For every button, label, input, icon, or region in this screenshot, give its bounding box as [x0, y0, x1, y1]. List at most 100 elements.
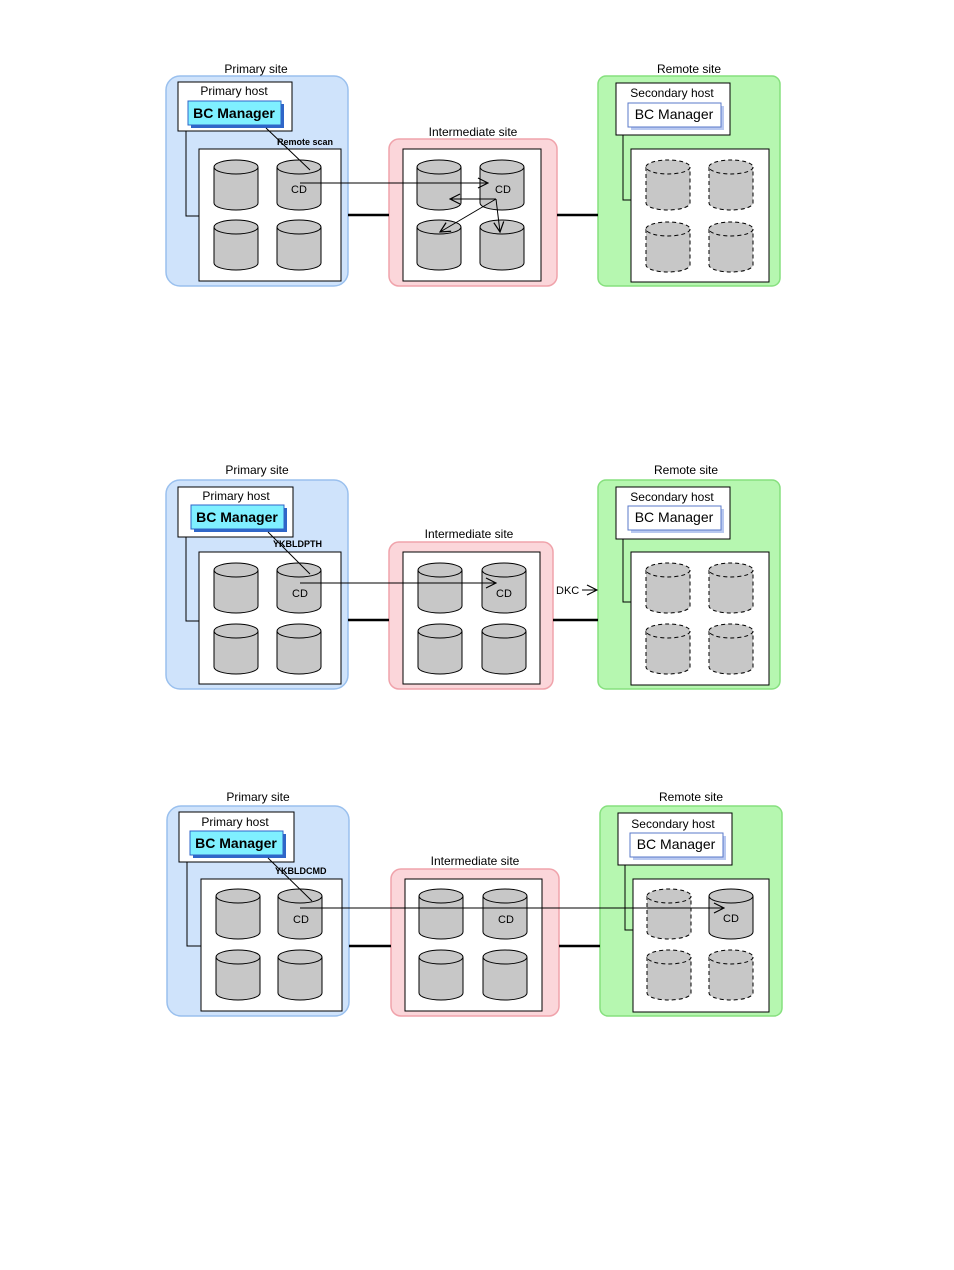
- volume-body: [708, 570, 754, 614]
- volume-body: [708, 167, 754, 211]
- storage-volume: [416, 159, 462, 211]
- secondary-host-label: Secondary host: [630, 490, 714, 504]
- volume-top: [213, 159, 259, 175]
- volume-top: [416, 159, 462, 175]
- bc-manager-secondary-box: [629, 832, 724, 858]
- host-storage-connector: [185, 537, 199, 622]
- volume-body: [645, 570, 691, 614]
- host-storage-connector: [185, 131, 199, 217]
- storage-volume: [417, 623, 463, 675]
- storage-volume: [646, 888, 692, 940]
- storage-volume: [645, 623, 691, 675]
- storage-volume: [479, 219, 525, 271]
- volume-body: [417, 631, 463, 675]
- storage-volume: [276, 562, 322, 614]
- volume-body: [708, 631, 754, 675]
- volume-top: [708, 888, 754, 904]
- volume-body: [277, 957, 323, 1001]
- volume-top: [416, 219, 462, 235]
- volume-top: [417, 562, 463, 578]
- volume-top: [482, 949, 528, 965]
- bc-manager-primary-label: BC Manager: [195, 835, 277, 851]
- volume-top: [215, 888, 261, 904]
- remote-site-label: Remote site: [659, 790, 723, 804]
- storage-volume: [417, 562, 463, 614]
- command-label: YKBLDPTH: [273, 539, 322, 549]
- primary-host-label: Primary host: [202, 489, 270, 503]
- volume-body: [213, 631, 259, 675]
- volume-body: [645, 631, 691, 675]
- volume-top: [213, 219, 259, 235]
- intermediate-site-label: Intermediate site: [425, 527, 514, 541]
- storage-volume: [416, 219, 462, 271]
- host-to-cd-line: [265, 127, 311, 171]
- volume-top: [213, 562, 259, 578]
- volume-body: [276, 631, 322, 675]
- volume-top: [708, 623, 754, 639]
- remote-site-label: Remote site: [657, 62, 721, 76]
- storage-volume: [645, 562, 691, 614]
- diagram-remote-scan: Primary site Intermediate site Remote si…: [165, 62, 781, 287]
- volume-top: [276, 159, 322, 175]
- storage-volume: [645, 221, 691, 273]
- remote-volumes: [645, 159, 754, 273]
- host-storage-connector: [186, 862, 201, 947]
- primary-site-label: Primary site: [225, 463, 289, 477]
- volume-top: [482, 888, 528, 904]
- secondary-host-storage-connector: [622, 539, 631, 603]
- bc-manager-primary-label: BC Manager: [196, 509, 278, 525]
- volume-body: [645, 229, 691, 273]
- remote-volumes: [646, 888, 754, 1001]
- intermediate-site-label: Intermediate site: [429, 125, 518, 139]
- storage-volume: [215, 949, 261, 1001]
- volume-top: [646, 949, 692, 965]
- primary-volumes: [213, 562, 322, 675]
- storage-volume: [418, 888, 464, 940]
- volume-body: [276, 167, 322, 211]
- volume-body: [646, 957, 692, 1001]
- host-to-cd-line: [267, 857, 313, 902]
- volume-top: [276, 623, 322, 639]
- bc-manager-secondary-label: BC Manager: [635, 106, 714, 122]
- volume-top: [708, 949, 754, 965]
- storage-volume: [215, 888, 261, 940]
- volume-body: [482, 957, 528, 1001]
- storage-volume: [418, 949, 464, 1001]
- secondary-host-storage-connector: [622, 135, 631, 201]
- volume-top: [479, 159, 525, 175]
- cd-remote-label: CD: [723, 913, 739, 925]
- storage-volume: [276, 219, 322, 271]
- host-to-cd-line: [267, 531, 311, 575]
- scan-arrow-to-intermediate-vol-3: [440, 198, 497, 232]
- secondary-host-storage-connector: [624, 865, 633, 931]
- volume-body: [645, 167, 691, 211]
- diagram-ykbldpth: Primary site Intermediate site Remote si…: [165, 463, 781, 690]
- volume-body: [276, 227, 322, 271]
- volume-body: [646, 896, 692, 940]
- volume-body: [276, 570, 322, 614]
- volume-body: [418, 896, 464, 940]
- storage-volume: [708, 221, 754, 273]
- storage-volume: [708, 949, 754, 1001]
- volume-body: [213, 227, 259, 271]
- volume-top: [479, 219, 525, 235]
- volume-top: [645, 221, 691, 237]
- primary-host-label: Primary host: [200, 84, 268, 98]
- storage-volume: [482, 888, 528, 940]
- bc-manager-primary-box: [187, 100, 282, 126]
- volume-top: [646, 888, 692, 904]
- volume-top: [481, 562, 527, 578]
- command-label: Remote scan: [277, 137, 333, 147]
- command-label: YKBLDCMD: [275, 866, 327, 876]
- intermediate-volumes: [416, 159, 525, 271]
- volume-top: [276, 562, 322, 578]
- volume-body: [417, 570, 463, 614]
- volume-top: [418, 888, 464, 904]
- volume-body: [482, 896, 528, 940]
- bc-manager-secondary-box: [627, 102, 722, 128]
- storage-volume: [708, 623, 754, 675]
- primary-site-label: Primary site: [226, 790, 290, 804]
- primary-site-label: Primary site: [224, 62, 288, 76]
- storage-volume: [277, 949, 323, 1001]
- secondary-host-label: Secondary host: [631, 817, 715, 831]
